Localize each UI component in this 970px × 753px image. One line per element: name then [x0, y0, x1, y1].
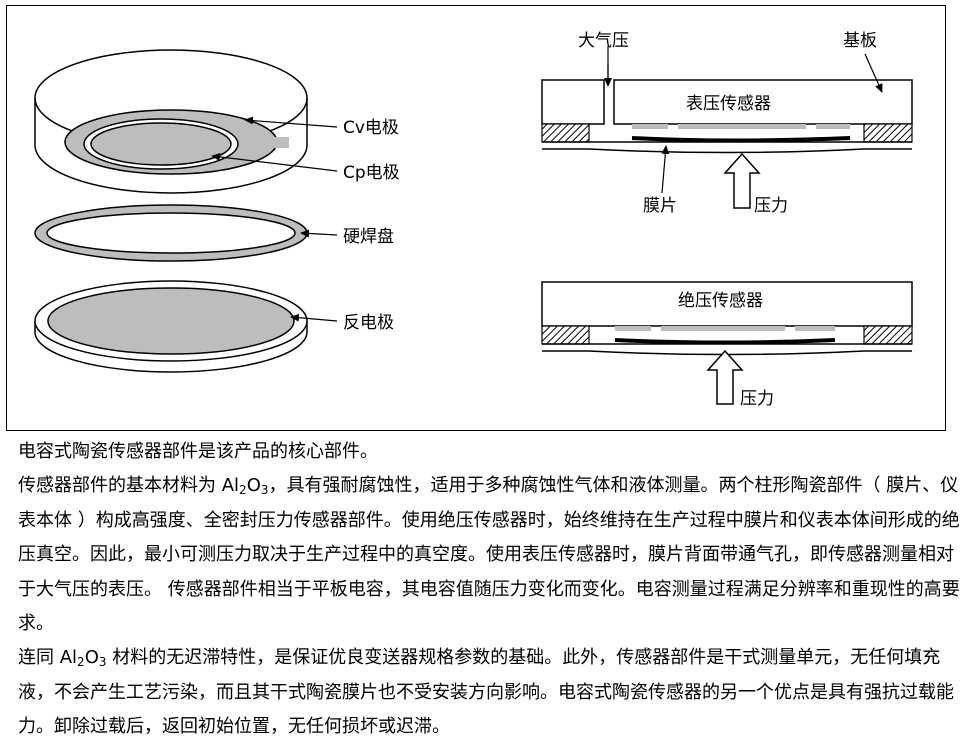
paragraph-intro: 电容式陶瓷传感器部件是该产品的核心部件。	[18, 441, 378, 462]
text-segment: ，具有强耐腐蚀性，适用于多种腐蚀性气体和液体测量。两个柱形陶瓷部件（ 膜片、仪表…	[18, 475, 960, 635]
text-segment: 传感器部件的基本材料为 Al	[18, 475, 240, 497]
pressure-arrow-absolute	[706, 349, 744, 405]
label-cp-electrode: Cp电极	[343, 163, 400, 183]
leader-braze	[300, 229, 338, 238]
label-gauge-sensor: 表压传感器	[686, 94, 771, 114]
absolute-sensor	[541, 281, 913, 356]
figure-frame: Cv电极 Cp电极 硬焊盘 反电极 大气压 基板 表压传感器 膜片 压力	[6, 5, 946, 431]
text-segment: 材料的无迟滞特性，是保证优良变送器规格参数的基础。此外，传感器部件是干式测量单元…	[18, 647, 954, 738]
counter-electrode	[47, 287, 295, 355]
text-segment: O	[246, 475, 261, 497]
body-text: 电容式陶瓷传感器部件是该产品的核心部件。 传感器部件的基本材料为 Al2O3，具…	[18, 435, 964, 745]
paragraph-material: 传感器部件的基本材料为 Al2O3，具有强耐腐蚀性，适用于多种腐蚀性气体和液体测…	[18, 469, 964, 641]
paragraph-advantages: 连同 Al2O3 材料的无迟滞特性，是保证优良变送器规格参数的基础。此外，传感器…	[18, 641, 964, 744]
cp-electrode	[90, 122, 232, 166]
leader-cv	[244, 116, 338, 128]
leader-diaphragm	[661, 145, 670, 194]
pressure-arrow-gauge	[723, 152, 761, 209]
label-braze-ring: 硬焊盘	[343, 227, 394, 247]
subscript: 3	[260, 483, 269, 498]
subscript: 2	[239, 483, 247, 498]
label-counter-electrode: 反电极	[343, 313, 394, 333]
subscript: 3	[98, 655, 107, 670]
leader-substrate	[864, 53, 883, 93]
label-pressure-absolute: 压力	[740, 389, 774, 409]
sensor-diagram: Cv电极 Cp电极 硬焊盘 反电极 大气压 基板 表压传感器 膜片 压力	[34, 31, 913, 409]
electrode-tab	[245, 137, 289, 148]
label-pressure-gauge: 压力	[754, 196, 788, 216]
gauge-sensor	[541, 79, 913, 154]
text-segment: O	[84, 647, 99, 669]
label-atmosphere: 大气压	[578, 31, 629, 51]
leader-cp	[211, 152, 338, 172]
label-substrate: 基板	[843, 31, 877, 51]
leader-counter	[290, 313, 338, 322]
subscript: 2	[77, 655, 85, 670]
label-diaphragm: 膜片	[643, 196, 677, 216]
label-cv-electrode: Cv电极	[343, 118, 399, 138]
braze-ring	[34, 204, 308, 262]
label-absolute-sensor: 绝压传感器	[678, 291, 763, 311]
text-segment: 连同 Al	[18, 647, 78, 669]
